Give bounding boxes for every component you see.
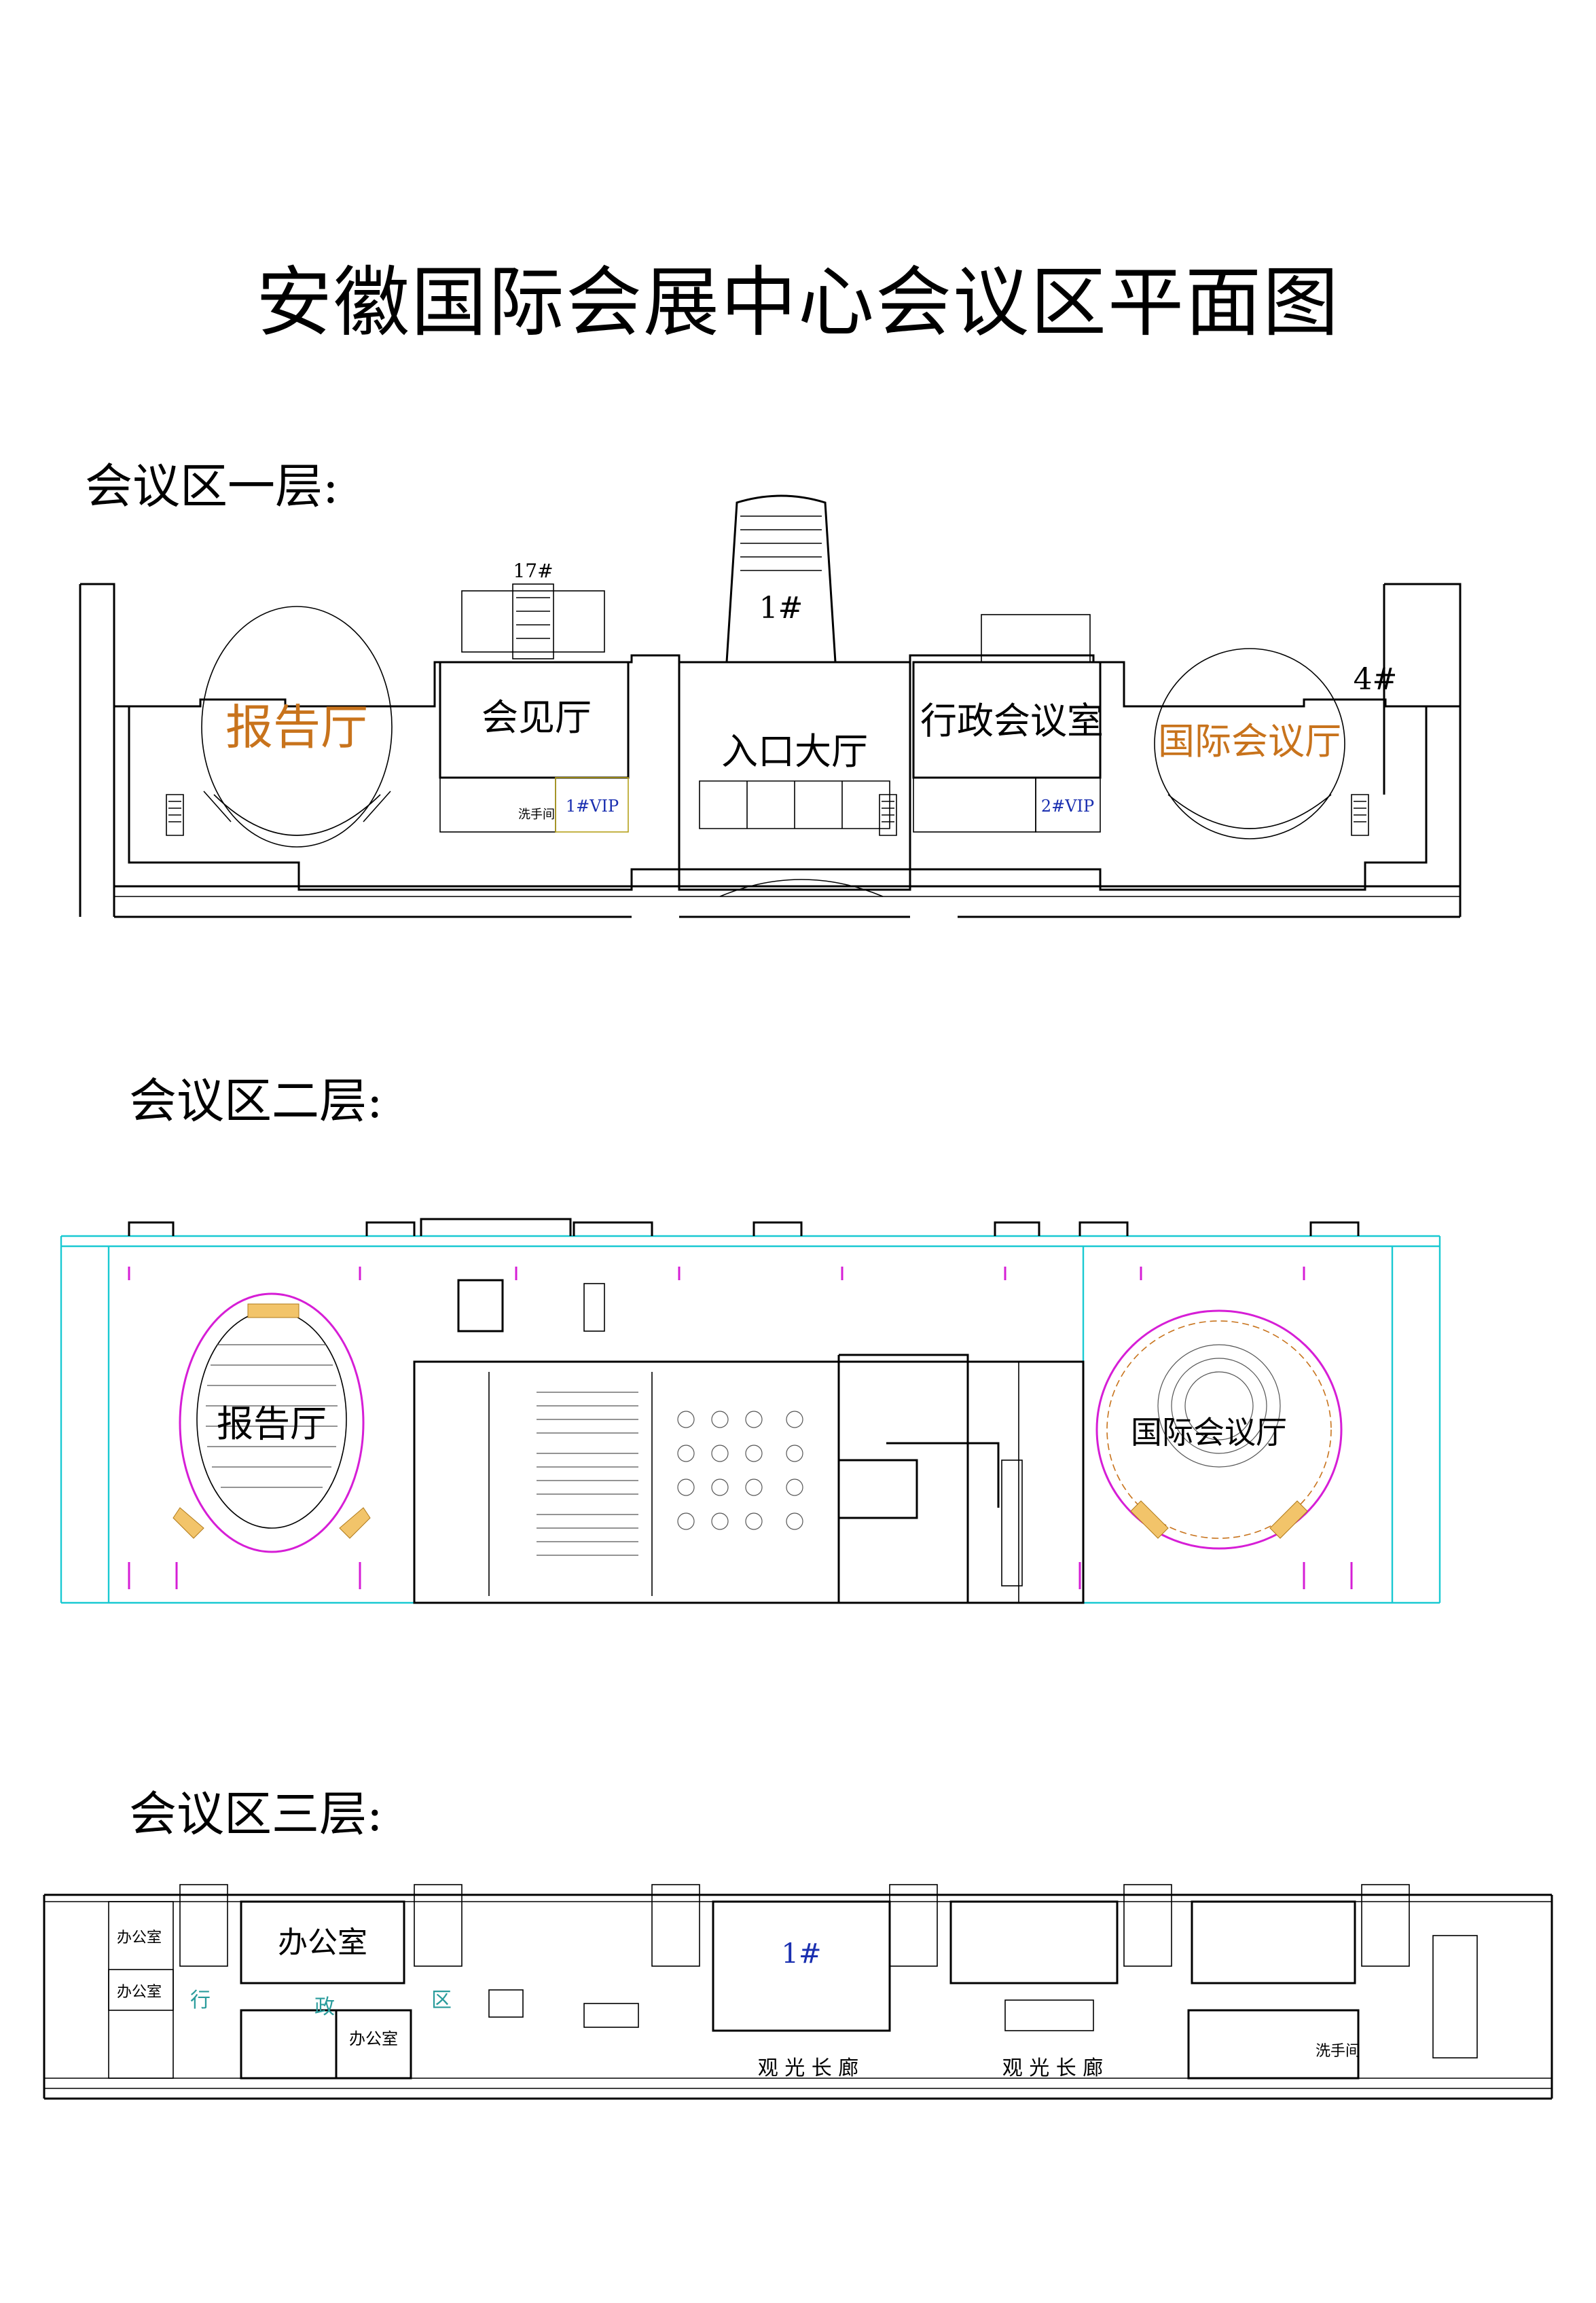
f2-report-hall-ring: [179, 1292, 365, 1553]
right-end-block: [1383, 583, 1462, 917]
f1-stair-1-label: 1#: [759, 591, 803, 625]
floor-2-plan: 报告厅 国际会议厅: [60, 1218, 1441, 1604]
f3-admin-zone-char-1: 行: [190, 1989, 211, 2012]
entrance-canopy: [719, 879, 884, 897]
document-title: 安徽国际会展中心会议区平面图: [256, 259, 1340, 347]
f1-stair-4-label: 4#: [1354, 662, 1398, 697]
f3-admin-zone-char-2: 政: [314, 1995, 335, 2019]
central-block: [413, 1360, 1085, 1604]
f3-stair-1-label: 1#: [782, 1938, 822, 1970]
f3-office-large-label: 办公室: [278, 1925, 367, 1960]
f3-stair-1-block: [712, 1900, 891, 2032]
floor-2-heading: 会议区二层:: [129, 1073, 383, 1129]
floor-3-stair-cores: [179, 1884, 1410, 1967]
f3-gallery-1-label: 观 光 长 廊: [758, 2056, 859, 2080]
entrance-hall-room: [678, 661, 911, 871]
f1-entrance-hall-label: 入口大厅: [721, 730, 868, 773]
f1-vip2-label: 2#VIP: [1041, 797, 1094, 816]
floor-3-outline: [43, 1893, 1553, 2100]
f1-reception-hall-label: 会见厅: [482, 696, 592, 739]
f1-report-hall-label: 报告厅: [225, 700, 368, 755]
floor-1-heading: 会议区一层:: [85, 458, 339, 514]
left-end-block: [79, 583, 115, 917]
f3-office-left-a-label: 办公室: [117, 1929, 162, 1946]
f1-washroom-label: 洗手间: [518, 808, 555, 822]
f1-admin-meeting-label: 行政会议室: [920, 700, 1104, 742]
f1-vip1-label: 1#VIP: [566, 797, 619, 816]
f1-intl-hall-label: 国际会议厅: [1158, 720, 1341, 763]
intl-hall-circle: [1154, 648, 1345, 839]
report-hall-ellipse: [201, 606, 393, 848]
f3-gallery-2-label: 观 光 长 廊: [1002, 2056, 1104, 2080]
floor-1-plan: 报告厅 会见厅 入口大厅 行政会议室 国际会议厅 1#VIP 2#VIP 洗手间…: [79, 494, 1462, 918]
round-table-grid: [677, 1411, 803, 1530]
f3-office-left-b-label: 办公室: [117, 1984, 162, 2001]
f3-office-large-room: [240, 1900, 405, 1984]
stair-17-block: [461, 590, 605, 653]
f3-washroom-label: 洗手间: [1316, 2043, 1360, 2060]
floor-3-plan: 办公室 办公室 办公室 办公室 行 政 区 1# 观 光 长 廊 观 光 长 廊…: [43, 1884, 1553, 2100]
f3-admin-zone-char-3: 区: [431, 1989, 452, 2012]
stair-1-tower: [725, 494, 837, 663]
f3-office-small-label: 办公室: [349, 2029, 398, 2048]
f1-stair-17-label: 17#: [513, 560, 553, 582]
f2-report-hall-label-a: 报告厅: [217, 1402, 327, 1445]
f2-intl-hall-label: 国际会议厅: [1131, 1414, 1287, 1451]
f2-intl-hall-ring: [1095, 1309, 1343, 1550]
floor-3-heading: 会议区三层:: [129, 1786, 383, 1842]
